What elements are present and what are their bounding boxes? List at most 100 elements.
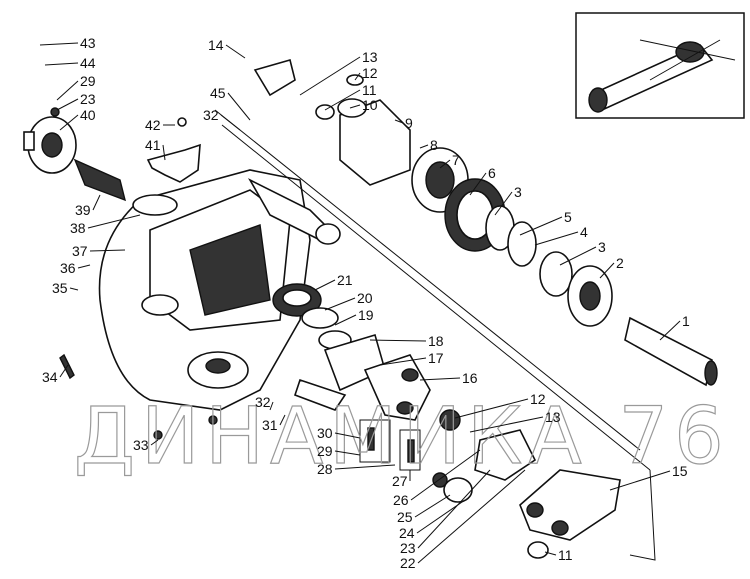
leader-line [417, 469, 491, 549]
leader-line [220, 114, 241, 131]
callout-label-20: 20 [357, 290, 373, 306]
callout-label-1: 1 [682, 313, 690, 329]
callout-label-24: 24 [399, 525, 415, 541]
leader-line [87, 214, 141, 229]
leader-line [417, 469, 526, 564]
callout-label-7: 7 [452, 152, 460, 168]
leader-line [419, 377, 461, 381]
leader-line [439, 159, 451, 169]
callout-label-21: 21 [337, 272, 353, 288]
leader-line [609, 470, 671, 491]
leader-line [162, 144, 166, 161]
callout-label-2: 2 [616, 255, 624, 271]
callout-labels: 4344292340424139383736353414453213121110… [39, 35, 690, 571]
seal-rings [444, 178, 718, 387]
leader-line [414, 494, 451, 518]
callout-label-13: 13 [362, 49, 378, 65]
callout-label-23: 23 [400, 540, 416, 556]
leader-line [299, 56, 361, 96]
leader-line [379, 357, 427, 366]
callout-label-12: 12 [362, 65, 378, 81]
leader-line [56, 98, 79, 111]
callout-label-14: 14 [208, 37, 224, 53]
leader-line [419, 144, 429, 149]
callout-label-18: 18 [428, 333, 444, 349]
leader-line [334, 314, 357, 326]
callout-label-3: 3 [514, 184, 522, 200]
leader-line [534, 231, 579, 246]
callout-label-43: 43 [80, 35, 96, 51]
callout-label-10: 10 [362, 97, 378, 113]
leader-line [334, 432, 361, 439]
callout-label-19: 19 [358, 307, 374, 323]
callout-label-35: 35 [52, 280, 68, 296]
leader-line [56, 80, 79, 101]
leader-line [349, 104, 361, 109]
callout-label-16: 16 [462, 370, 478, 386]
callout-label-33: 33 [133, 437, 149, 453]
leader-line [334, 450, 361, 456]
leader-line [599, 262, 615, 279]
leader-line [150, 439, 159, 446]
callout-label-15: 15 [672, 463, 688, 479]
leader-line [469, 172, 487, 196]
callout-label-31: 31 [262, 417, 278, 433]
watermark-text: ДИНАМИКА 76 [74, 392, 730, 482]
leader-line [544, 551, 557, 556]
leader-line [659, 320, 681, 341]
leader-line [227, 92, 251, 121]
leader-line [324, 89, 361, 111]
callout-label-11: 11 [558, 547, 573, 563]
callout-label-32: 32 [203, 107, 219, 123]
lower-cross-and-yoke [432, 409, 621, 559]
callout-label-37: 37 [72, 243, 88, 259]
leader-line [39, 42, 79, 46]
leader-line [59, 364, 69, 378]
leader-line [334, 464, 396, 470]
callout-label-12: 12 [530, 391, 546, 407]
kingpin-bearing-stack [272, 283, 431, 421]
callout-label-30: 30 [317, 425, 333, 441]
callout-label-25: 25 [397, 509, 413, 525]
callout-label-41: 41 [145, 137, 161, 153]
leader-line [59, 114, 79, 131]
leader-line [44, 62, 79, 66]
leader-line [269, 401, 274, 411]
callout-label-44: 44 [80, 55, 96, 71]
callout-label-27: 27 [392, 473, 408, 489]
callout-label-13: 13 [545, 409, 561, 425]
callout-label-42: 42 [145, 117, 161, 133]
leader-line [354, 72, 361, 81]
leader-line [394, 119, 404, 124]
steering-knuckle-housing [98, 169, 341, 411]
callout-label-29: 29 [80, 73, 96, 89]
leader-line [69, 287, 79, 291]
callout-label-8: 8 [430, 137, 438, 153]
callout-label-26: 26 [393, 492, 409, 508]
clamp-part [146, 117, 201, 183]
callout-label-5: 5 [564, 209, 572, 225]
callout-label-34: 34 [42, 369, 58, 385]
leader-line [469, 416, 544, 433]
callout-label-36: 36 [60, 260, 76, 276]
leader-line [519, 216, 563, 236]
callout-label-40: 40 [80, 107, 96, 123]
callout-label-6: 6 [488, 165, 496, 181]
leader-line [279, 414, 286, 426]
leader-line [559, 246, 597, 266]
leader-line [92, 194, 101, 211]
callout-label-45: 45 [210, 85, 226, 101]
callout-label-17: 17 [428, 350, 444, 366]
leader-line [225, 44, 246, 59]
leader-line [410, 449, 481, 501]
callout-label-29: 29 [317, 443, 333, 459]
callout-label-39: 39 [75, 202, 91, 218]
callout-label-11: 11 [362, 82, 377, 98]
leader-line [494, 191, 513, 216]
leader-line [314, 279, 336, 291]
callout-label-38: 38 [70, 220, 86, 236]
callout-label-23: 23 [80, 91, 96, 107]
leader-line [89, 249, 126, 252]
